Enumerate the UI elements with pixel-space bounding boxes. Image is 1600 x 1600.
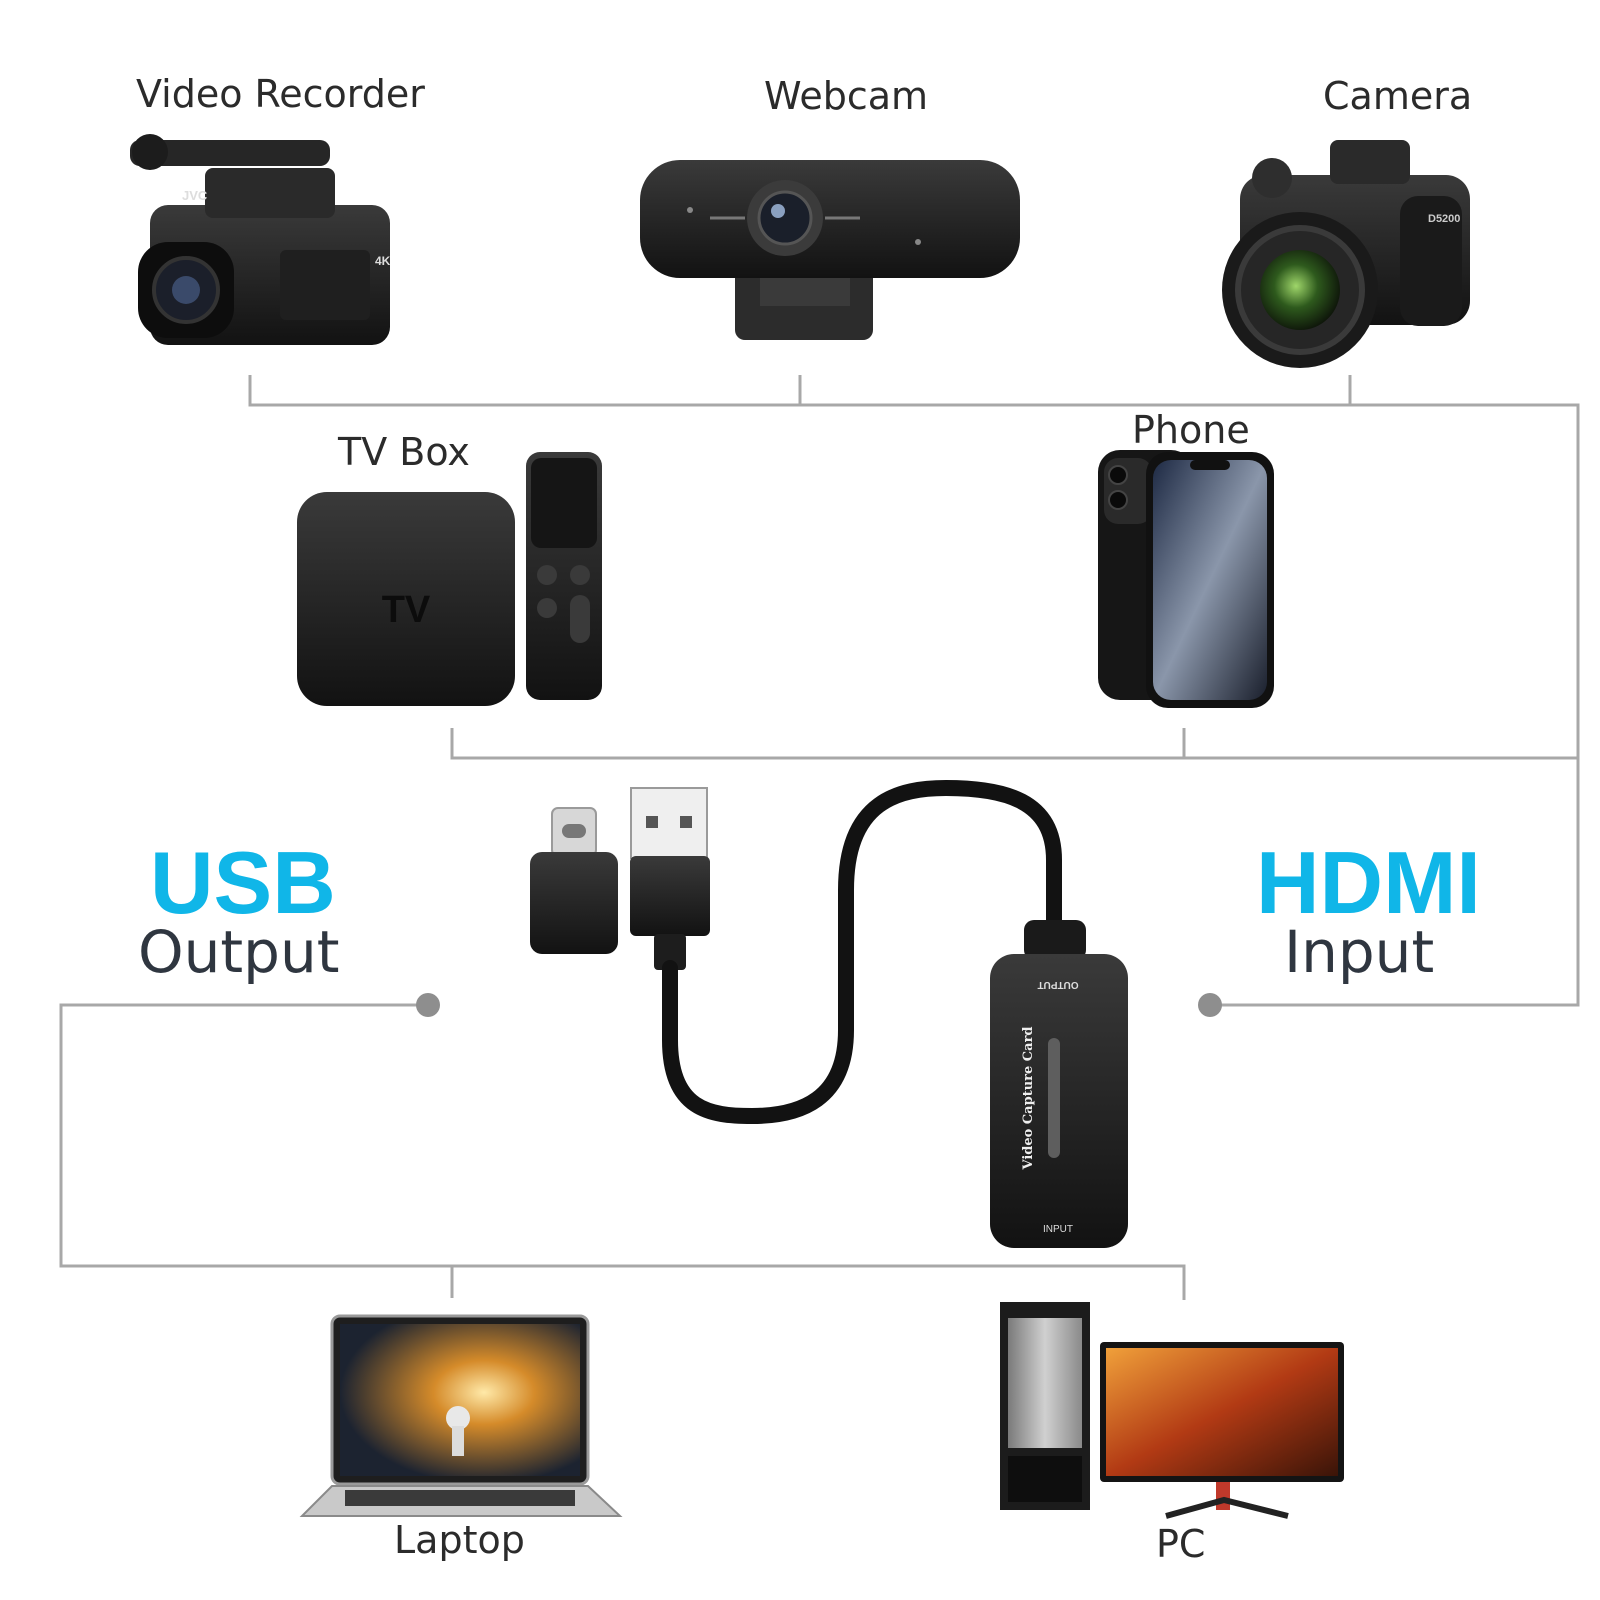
phone-label: Phone	[1132, 408, 1250, 452]
camcorder-brand: JVC	[182, 188, 208, 203]
laptop-image	[299, 1314, 623, 1517]
capture-input-port-label: INPUT	[1043, 1224, 1073, 1235]
camera-model: D5200	[1428, 213, 1460, 225]
hdmi-input-subtitle: Input	[1284, 918, 1435, 986]
tv-box-image: TV	[297, 452, 602, 706]
phone-image	[1098, 450, 1274, 708]
usb-output-title: USB	[150, 833, 336, 932]
capture-card-image: OUTPUT Video Capture Card INPUT	[990, 920, 1128, 1248]
video-recorder-image: JVC 4K	[130, 134, 391, 345]
pc-image	[1000, 1302, 1344, 1519]
output-bus	[59, 1003, 1186, 1300]
pc-label: PC	[1156, 1522, 1206, 1566]
camera-image: D5200	[1222, 140, 1470, 368]
top-source-bus	[248, 375, 1580, 1007]
capture-output-port-label: OUTPUT	[1037, 979, 1078, 990]
connector-lines	[59, 375, 1580, 1300]
webcam-label: Webcam	[764, 74, 929, 118]
camcorder-badge: 4K	[375, 254, 391, 268]
hdmi-input-title: HDMI	[1256, 833, 1481, 932]
usb-plug-image	[530, 787, 710, 970]
usb-output-node	[416, 993, 440, 1017]
usb-output-subtitle: Output	[138, 918, 340, 986]
video-recorder-label: Video Recorder	[136, 72, 425, 116]
tv-box-label: TV Box	[338, 430, 470, 474]
capture-card-name: Video Capture Card	[1021, 1026, 1036, 1170]
webcam-image	[640, 160, 1020, 340]
hdmi-input-node	[1198, 993, 1222, 1017]
laptop-label: Laptop	[394, 1518, 525, 1562]
capture-cable	[662, 779, 1062, 1125]
camera-label: Camera	[1323, 74, 1473, 118]
tv-box-logo: TV	[382, 589, 431, 631]
middle-source-bus	[450, 728, 1578, 760]
